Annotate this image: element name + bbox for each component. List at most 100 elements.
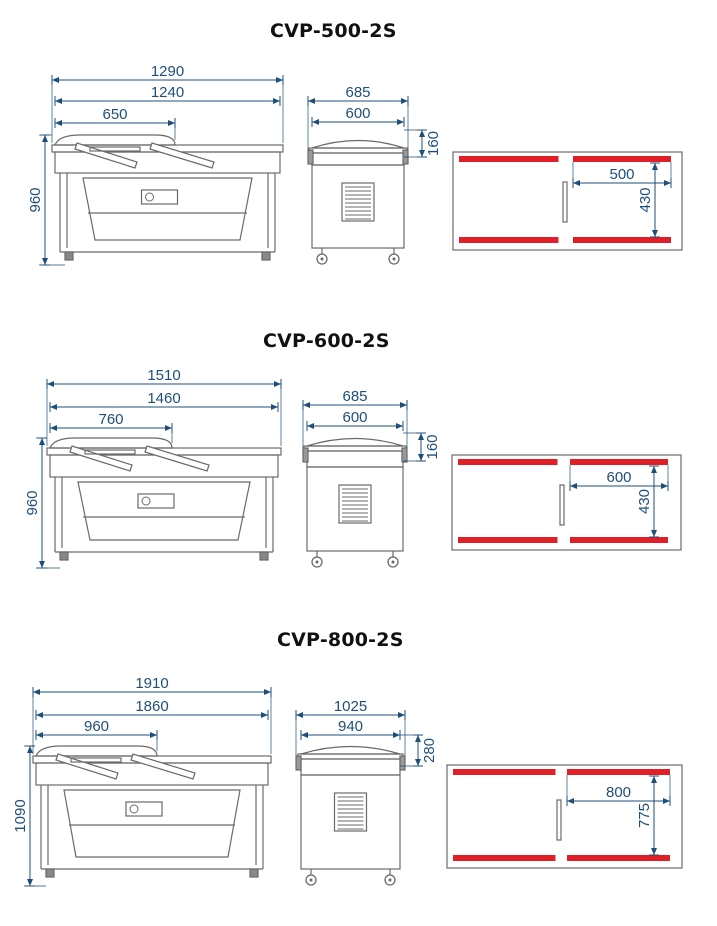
dim-overall-depth: 1025 [295, 698, 406, 720]
dim-overall-depth-arrow-right [401, 98, 408, 104]
control-panel [140, 189, 179, 205]
dim-chamber-depth: 775 [636, 775, 659, 856]
dim-lid-width-label: 650 [102, 106, 127, 123]
dim-body-depth-arrow-right [397, 119, 404, 125]
seal-bar-bottom-right [573, 237, 671, 243]
dim-body-width: 1460 [49, 390, 279, 412]
side-hinge-right [401, 447, 408, 463]
lid [49, 437, 173, 449]
dim-chamber-depth-arrow-bottom [652, 230, 658, 237]
seal-bar-top-left [453, 769, 556, 775]
dim-lid-width-arrow-right [165, 425, 172, 431]
dim-body-width-arrow-right [271, 404, 278, 410]
seal-bar-top-right [567, 769, 670, 775]
dim-body-width-arrow-right [261, 712, 268, 718]
dim-lid-width-label: 960 [84, 718, 109, 735]
dim-overall-width-arrow-left [52, 77, 59, 83]
swing-arm-right [149, 142, 215, 169]
dim-overall-width: 1910 [32, 675, 272, 697]
dim-seal-length: 600 [569, 469, 669, 491]
dim-lid-height-arrow-bottom [419, 150, 425, 157]
caster-right [388, 253, 400, 265]
dim-seal-length-arrow-right [661, 483, 668, 489]
caster-left [316, 253, 328, 265]
dim-seal-length-arrow-right [663, 798, 670, 804]
side-lid [306, 437, 404, 447]
dim-chamber-depth-arrow-top [651, 466, 657, 473]
seal-bar-top-right [573, 156, 671, 162]
dim-lid-height-label: 160 [424, 434, 441, 459]
dim-body-depth: 600 [311, 105, 405, 127]
side-cabinet [306, 466, 404, 552]
dim-body-depth-label: 940 [338, 718, 363, 735]
control-knob [141, 496, 151, 506]
dim-seal-length-label: 600 [606, 469, 631, 486]
dim-lid-height-label: 280 [421, 738, 438, 763]
side-cabinet [311, 164, 405, 249]
foot-left [45, 868, 55, 878]
caster-left [305, 874, 317, 886]
dim-overall-depth-arrow-right [400, 402, 407, 408]
dim-lid-width-arrow-left [36, 732, 43, 738]
dim-height-arrow-bottom [39, 561, 45, 568]
handle-bar [84, 449, 136, 455]
side-upper-body [306, 450, 404, 468]
dim-overall-width-label: 1290 [151, 63, 184, 80]
dim-overall-width-arrow-right [264, 689, 271, 695]
dim-lid-width: 650 [54, 106, 176, 128]
dim-lid-width-arrow-right [150, 732, 157, 738]
control-panel [137, 493, 175, 509]
model-title: CVP-800-2S [277, 629, 404, 651]
seal-bar-bottom-left [453, 855, 556, 861]
cabinet-panel [63, 789, 241, 858]
dim-lid-height: 280 [413, 734, 438, 767]
dim-height-arrow-bottom [42, 258, 48, 265]
seal-bar-bottom-left [458, 537, 558, 543]
caster-hub [392, 257, 396, 261]
dim-height: 960 [24, 437, 47, 569]
dim-height-arrow-bottom [27, 879, 33, 886]
dim-overall-depth: 685 [307, 84, 409, 106]
seal-bar-bottom-right [567, 855, 670, 861]
lid [35, 745, 158, 757]
dim-height-arrow-top [27, 746, 33, 753]
side-lid [311, 139, 405, 149]
dim-chamber-depth: 430 [637, 162, 660, 238]
side-deck-plate [308, 147, 408, 154]
vent-grille [338, 484, 372, 524]
handle-bar [89, 146, 141, 152]
dim-body-depth-arrow-right [393, 732, 400, 738]
dim-body-width-arrow-left [50, 404, 57, 410]
seal-bar-bottom-left [459, 237, 559, 243]
dim-lid-height-label: 160 [425, 131, 442, 156]
center-divider [559, 484, 565, 526]
dim-lid-height: 160 [416, 432, 441, 462]
dim-lid-width-label: 760 [98, 411, 123, 428]
side-hinge-left [295, 755, 302, 771]
dim-overall-width-arrow-right [276, 77, 283, 83]
dim-overall-width-arrow-right [274, 381, 281, 387]
dim-seal-length-arrow-left [567, 798, 574, 804]
dim-seal-length-label: 500 [609, 166, 634, 183]
swing-arm-right [144, 445, 210, 472]
center-divider [556, 799, 562, 841]
side-upper-body [311, 152, 405, 166]
dim-lid-height-arrow-top [418, 433, 424, 440]
dim-chamber-depth: 430 [636, 465, 659, 538]
vent-grille [341, 182, 375, 222]
dim-overall-depth: 685 [302, 388, 408, 410]
dim-lid-height-arrow-bottom [415, 759, 421, 766]
dim-overall-depth-label: 685 [342, 388, 367, 405]
cabinet-panel [77, 481, 251, 541]
dim-body-depth-arrow-left [307, 423, 314, 429]
lid [54, 134, 176, 146]
handle-bar [70, 757, 122, 763]
dim-body-width-label: 1460 [147, 390, 180, 407]
foot-right [261, 251, 271, 261]
dim-body-depth: 600 [306, 409, 404, 431]
dim-body-width-arrow-right [273, 98, 280, 104]
